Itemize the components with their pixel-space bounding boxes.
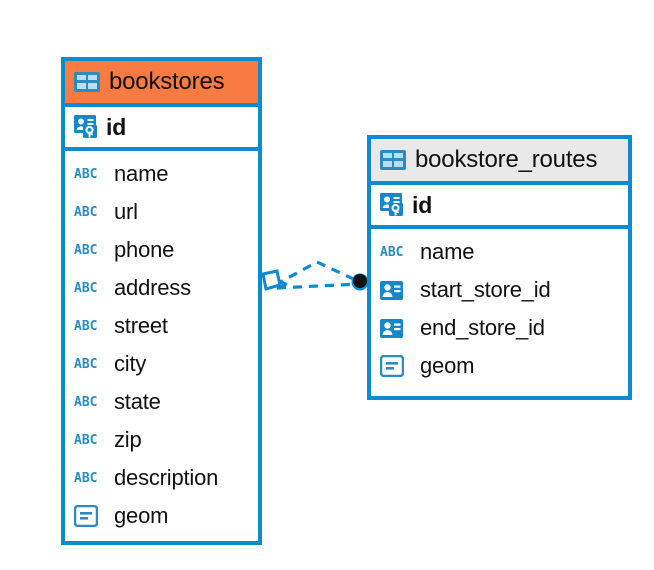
- relationship-line-lower: [276, 282, 361, 290]
- field-row[interactable]: ABC name: [65, 155, 258, 193]
- field-label: city: [114, 351, 147, 376]
- filled-circle-marker: [351, 273, 369, 291]
- field-label: zip: [114, 427, 142, 452]
- field-label: state: [114, 389, 161, 414]
- relationship-line-upper: [274, 260, 361, 287]
- field-row[interactable]: ABC description: [65, 459, 258, 497]
- abc-text-icon: ABC: [74, 356, 98, 372]
- field-row[interactable]: ABC zip: [65, 421, 258, 459]
- field-label: street: [114, 313, 168, 338]
- abc-text-icon: ABC: [74, 166, 98, 182]
- field-row[interactable]: start_store_id: [371, 271, 628, 309]
- abc-text-icon: ABC: [74, 432, 98, 448]
- abc-text-icon: ABC: [74, 394, 98, 410]
- abc-text-icon: ABC: [74, 318, 98, 334]
- field-row[interactable]: ABC state: [65, 383, 258, 421]
- primary-key-label: id: [106, 113, 127, 140]
- diamond-many-marker: [261, 269, 288, 291]
- abc-text-icon: ABC: [74, 204, 98, 220]
- field-row[interactable]: ABC url: [65, 193, 258, 231]
- entity-bookstore-routes[interactable]: bookstore_routes id ABC: [367, 135, 632, 400]
- primary-key-row-bookstores[interactable]: id: [65, 107, 258, 151]
- field-label: description: [114, 465, 219, 490]
- field-row[interactable]: ABC name: [371, 233, 628, 271]
- field-row[interactable]: ABC city: [65, 345, 258, 383]
- field-label: phone: [114, 237, 175, 262]
- field-label: url: [114, 199, 138, 224]
- foreign-key-icon: [380, 280, 410, 300]
- field-list-bookstore-routes: ABC name start_store_id: [371, 229, 628, 385]
- entity-title: bookstore_routes: [415, 146, 598, 173]
- abc-text-icon: ABC: [74, 280, 98, 296]
- table-icon: [74, 72, 100, 92]
- field-label: name: [114, 161, 169, 186]
- field-row[interactable]: ABC address: [65, 269, 258, 307]
- entity-header-bookstores[interactable]: bookstores: [65, 61, 258, 107]
- abc-text-icon: ABC: [380, 244, 404, 260]
- field-row[interactable]: geom: [65, 497, 258, 535]
- field-label: geom: [114, 503, 169, 528]
- field-label: end_store_id: [420, 315, 545, 340]
- field-label: name: [420, 239, 475, 264]
- entity-title: bookstores: [109, 68, 225, 95]
- field-row[interactable]: ABC street: [65, 307, 258, 345]
- field-row[interactable]: ABC phone: [65, 231, 258, 269]
- geometry-icon: [74, 505, 104, 527]
- field-list-bookstores: ABC name ABC url ABC phone ABC address A…: [65, 151, 258, 535]
- relationship-connector[interactable]: [255, 240, 380, 320]
- field-row[interactable]: end_store_id: [371, 309, 628, 347]
- primary-key-label: id: [412, 191, 433, 218]
- primary-key-icon: [380, 193, 406, 217]
- geometry-icon: [380, 355, 410, 377]
- abc-text-icon: ABC: [74, 242, 98, 258]
- abc-text-icon: ABC: [74, 470, 98, 486]
- primary-key-row-bookstore-routes[interactable]: id: [371, 185, 628, 229]
- primary-key-icon: [74, 115, 100, 139]
- table-icon: [380, 150, 406, 170]
- field-label: geom: [420, 353, 475, 378]
- field-row[interactable]: geom: [371, 347, 628, 385]
- foreign-key-icon: [380, 318, 410, 338]
- entity-bookstores[interactable]: bookstores id ABC: [61, 57, 262, 545]
- field-label: address: [114, 275, 191, 300]
- entity-header-bookstore-routes[interactable]: bookstore_routes: [371, 139, 628, 185]
- field-label: start_store_id: [420, 277, 551, 302]
